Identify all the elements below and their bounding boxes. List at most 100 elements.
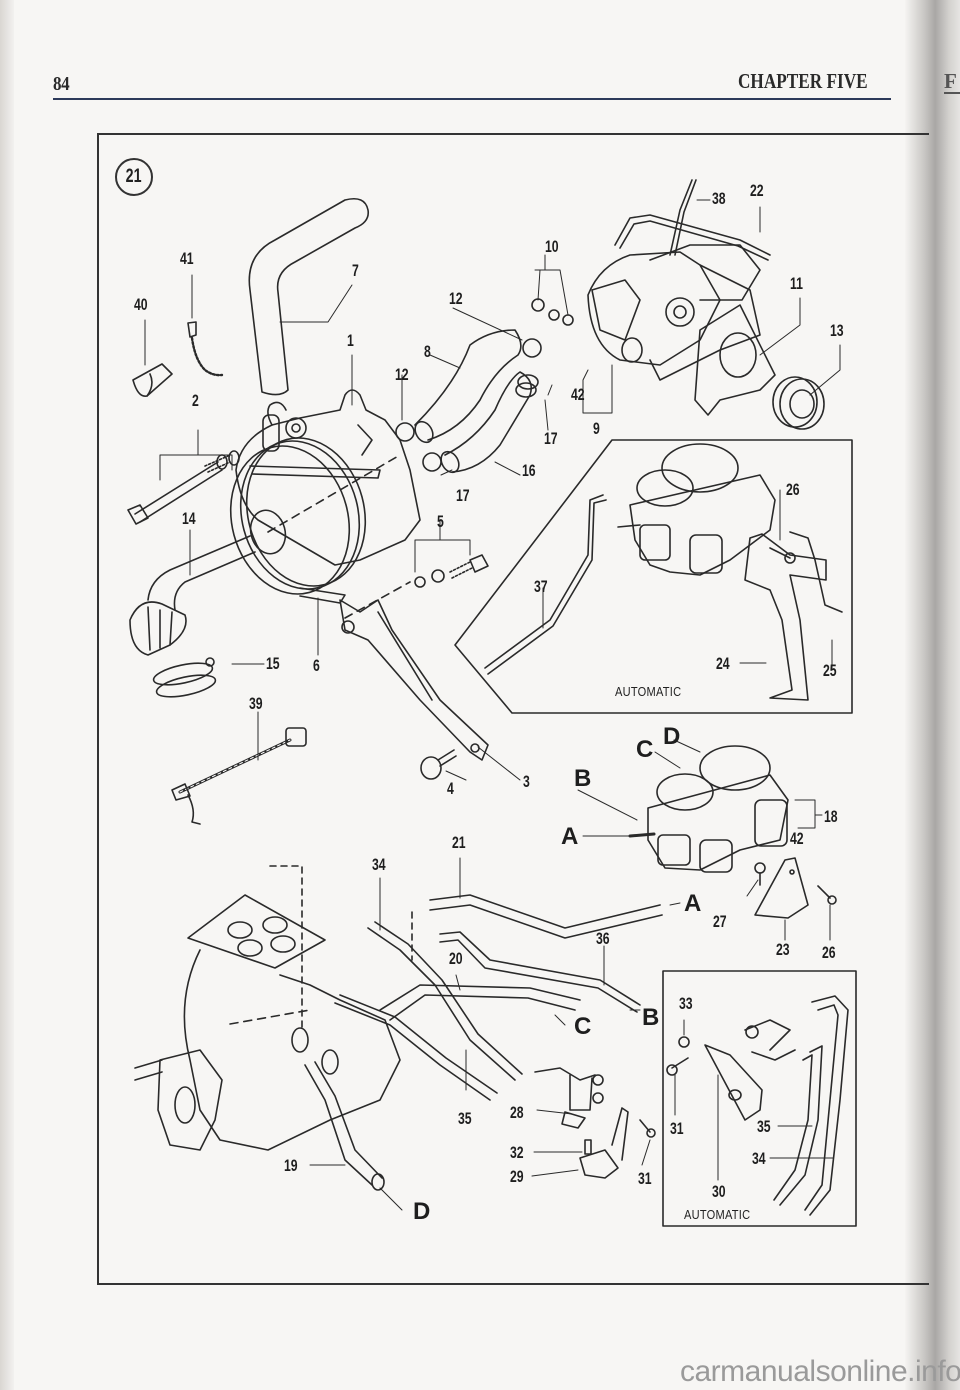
callout-40: 40 <box>134 295 148 314</box>
figure-frame <box>97 133 929 1285</box>
part-18-carburetor <box>628 745 789 873</box>
callout-13: 13 <box>830 321 844 340</box>
part-32-screw <box>584 1139 592 1155</box>
assembly-guide-line <box>267 454 401 533</box>
part-4-bolt <box>420 749 457 780</box>
part-14-intake-pipe <box>129 535 256 656</box>
connection-letter-d-hose: D <box>413 1198 431 1225</box>
part-17-clamps <box>422 374 539 472</box>
part-15-clamp <box>152 657 217 698</box>
callout-42-lower: 42 <box>790 829 804 848</box>
part-26-bolt-lower <box>817 885 837 905</box>
callout-16: 16 <box>522 461 536 480</box>
assembly-guide-line <box>344 581 411 619</box>
callout-19: 19 <box>284 1156 298 1175</box>
callout-4: 4 <box>447 779 454 798</box>
connection-letter-d-carb: D <box>663 723 681 750</box>
automatic-label-upper: AUTOMATIC <box>615 684 682 699</box>
callout-7: 7 <box>352 261 359 280</box>
callout-24: 24 <box>716 654 730 673</box>
part-29-bracket <box>579 1107 629 1179</box>
part-38-pipe <box>669 179 697 256</box>
next-page-header-fragment: F <box>944 69 957 93</box>
callout-41: 41 <box>180 249 194 268</box>
part-20-hose <box>379 984 581 1021</box>
part-25-wire <box>789 531 843 613</box>
figure-number-badge: 21 <box>115 158 153 196</box>
callout-39: 39 <box>249 694 263 713</box>
callout-34: 34 <box>372 855 386 874</box>
callout-37: 37 <box>534 577 548 596</box>
connection-letter-b-hose: B <box>642 1004 660 1031</box>
callout-26-lower: 26 <box>822 943 836 962</box>
part-35-hose <box>334 994 498 1101</box>
callout-34-automatic: 34 <box>752 1149 766 1168</box>
part-7-hose <box>248 197 370 396</box>
part-33-nut <box>678 1036 690 1048</box>
part-27-screw <box>754 862 766 886</box>
callout-33: 33 <box>679 994 693 1013</box>
callout-6: 6 <box>313 656 320 675</box>
book-gutter-shadow <box>905 0 960 1390</box>
automatic-inset-lower-frame <box>662 970 857 1227</box>
callout-17-lower: 17 <box>456 486 470 505</box>
callout-35-automatic: 35 <box>757 1117 771 1136</box>
part-31-screw <box>639 1119 656 1138</box>
callout-3: 3 <box>523 772 530 791</box>
part-37-rod <box>484 494 607 675</box>
page-number: 84 <box>53 73 70 95</box>
connection-letter-b-carb: B <box>574 765 592 792</box>
callout-42-upper: 42 <box>571 385 585 404</box>
callout-15: 15 <box>266 654 280 673</box>
intake-manifold <box>134 894 401 1151</box>
callout-11: 11 <box>790 274 803 293</box>
callout-9: 9 <box>593 419 600 438</box>
part-22-pipe <box>614 214 771 261</box>
callout-35: 35 <box>458 1109 472 1128</box>
callout-36: 36 <box>596 929 610 948</box>
part-9-air-control-valve <box>587 244 761 381</box>
vsv-automatic <box>744 1019 796 1061</box>
part-2-bolt <box>127 450 240 525</box>
part-10-nut-washers <box>531 298 574 326</box>
callout-25: 25 <box>823 661 837 680</box>
callout-20: 20 <box>449 949 463 968</box>
automatic-label-lower: AUTOMATIC <box>684 1207 751 1222</box>
part-30-bracket <box>704 1044 763 1121</box>
part-28-vsv <box>534 1067 604 1129</box>
callout-28: 28 <box>510 1103 524 1122</box>
part-36-hose <box>439 931 641 1013</box>
part-40-clip <box>132 363 173 397</box>
callout-31-automatic: 31 <box>670 1119 684 1138</box>
connection-letter-a-carb: A <box>561 823 579 850</box>
part-16-hose <box>440 371 533 474</box>
callout-1: 1 <box>347 331 354 350</box>
callout-27: 27 <box>713 912 727 931</box>
leader-lines <box>144 199 841 1211</box>
callout-8: 8 <box>424 342 431 361</box>
part-5-bolt <box>414 554 489 588</box>
header-rule <box>53 98 891 100</box>
connection-letter-c-hose: C <box>574 1013 592 1040</box>
connection-letter-a-hose: A <box>684 890 702 917</box>
part-26-bolt-upper <box>769 547 796 564</box>
part-8-hose <box>414 329 522 444</box>
part-12-clamps <box>395 338 542 442</box>
part-3-bracket <box>339 599 489 761</box>
callout-23: 23 <box>776 940 790 959</box>
next-page-rule <box>944 92 960 94</box>
carburetor-automatic <box>617 443 776 576</box>
part-21-hose <box>429 894 663 939</box>
callout-2: 2 <box>192 391 199 410</box>
callout-18: 18 <box>824 807 838 826</box>
assembly-guide-line <box>229 1009 311 1025</box>
callout-31: 31 <box>638 1169 652 1188</box>
automatic-inset-upper-frame <box>454 439 853 714</box>
callout-10: 10 <box>545 237 559 256</box>
callout-14: 14 <box>182 509 196 528</box>
part-13-nut <box>772 376 825 430</box>
part-39-wire-harness <box>171 727 307 825</box>
part-24-bracket <box>744 533 827 701</box>
callout-12-upper: 12 <box>449 289 463 308</box>
